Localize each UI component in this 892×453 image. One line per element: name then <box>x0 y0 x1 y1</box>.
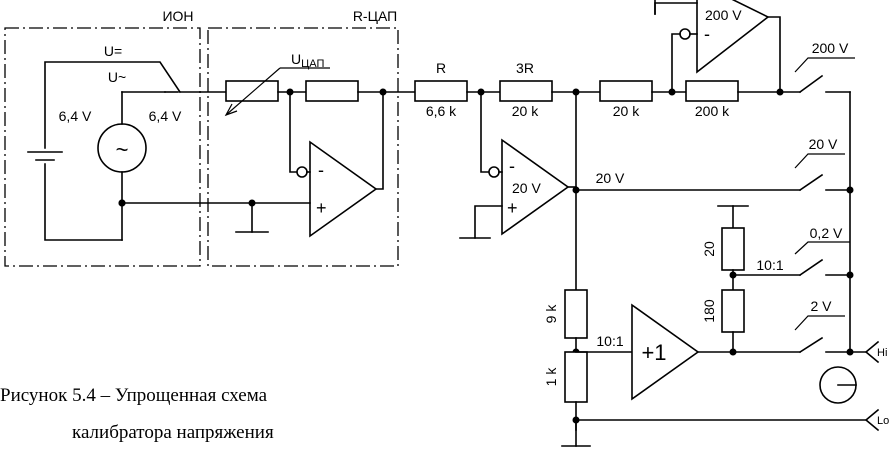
dac-opamp-minus: - <box>318 160 324 180</box>
resistor-3r-value: 20 k <box>512 103 539 119</box>
node-20v-label: 20 V <box>596 170 625 186</box>
resistor-180-value: 180 <box>701 299 717 323</box>
amp-20v-minus: - <box>509 156 515 176</box>
figure-caption-line-2: калибратора напряжения <box>72 422 274 443</box>
switch-20v <box>794 153 851 192</box>
resistor-200k <box>685 80 739 102</box>
amp-200v-minus: - <box>704 24 710 44</box>
switch-2v <box>794 315 851 354</box>
amp-20v <box>501 138 570 236</box>
ground-5 <box>561 419 591 447</box>
resistor-20-value: 20 <box>701 241 717 257</box>
buffer-amp-label: +1 <box>641 340 666 365</box>
divider-10-1-left: 10:1 <box>596 333 623 349</box>
resistor-r-value: 6,6 k <box>426 103 457 119</box>
amp-200v-label: 200 V <box>705 7 742 23</box>
resistor-20k-value: 20 k <box>613 103 640 119</box>
dac-opamp <box>309 140 378 238</box>
dac-resistor <box>225 80 279 102</box>
resistor-20k <box>599 80 653 102</box>
range-200v-label: 200 V <box>812 40 849 56</box>
dac-label: UЦАП <box>291 51 324 70</box>
resistor-9k <box>564 289 588 339</box>
range-02v-label: 0,2 V <box>810 225 843 241</box>
ac-voltage-label: 6,4 V <box>149 108 182 124</box>
ground-1 <box>235 202 269 233</box>
resistor-r <box>414 80 468 102</box>
terminal-lo <box>864 408 880 432</box>
dc-voltage-label: 6,4 V <box>59 108 92 124</box>
resistor-1k-value: 1 k <box>543 367 559 387</box>
switch-02v <box>794 241 851 277</box>
resistor-9k-value: 9 k <box>543 304 559 324</box>
resistor-r-label: R <box>436 60 446 76</box>
rdac-block-title: R-ЦАП <box>353 8 397 24</box>
dc-battery <box>27 61 182 241</box>
rdac-block-border <box>207 27 399 267</box>
ion-block-border <box>4 27 201 267</box>
dc-switch-label: U= <box>104 43 122 59</box>
amp-20v-plus: + <box>507 198 518 218</box>
resistor-3r-label: 3R <box>516 60 534 76</box>
dac-adjust-arrow <box>225 67 281 116</box>
terminal-hi <box>864 340 880 364</box>
divider-10-1-right: 10:1 <box>756 257 783 273</box>
resistor-180 <box>721 289 745 333</box>
ion-block-title: ИОН <box>162 8 193 24</box>
switch-200v <box>794 57 855 94</box>
feedback-resistor-1 <box>305 80 359 102</box>
amp-200v <box>696 0 770 74</box>
amp-20v-label: 20 V <box>512 180 541 196</box>
resistor-20 <box>721 227 745 271</box>
figure-caption-line-1: Рисунок 5.4 – Упрощенная схема <box>0 385 268 406</box>
range-2v-label: 2 V <box>810 298 832 314</box>
ac-wave-icon: ~ <box>116 137 129 162</box>
dac-opamp-plus: + <box>316 198 327 218</box>
resistor-200k-value: 200 k <box>695 103 730 119</box>
resistor-3r <box>499 80 553 102</box>
buffer-amp <box>631 303 700 401</box>
terminal-hi-label: Hi <box>877 347 887 359</box>
ground-3 <box>654 2 698 15</box>
range-20v-label: 20 V <box>809 136 838 152</box>
resistor-1k <box>564 351 588 403</box>
terminal-lo-label: Lo <box>877 415 889 427</box>
ac-switch-label: U~ <box>108 69 126 85</box>
